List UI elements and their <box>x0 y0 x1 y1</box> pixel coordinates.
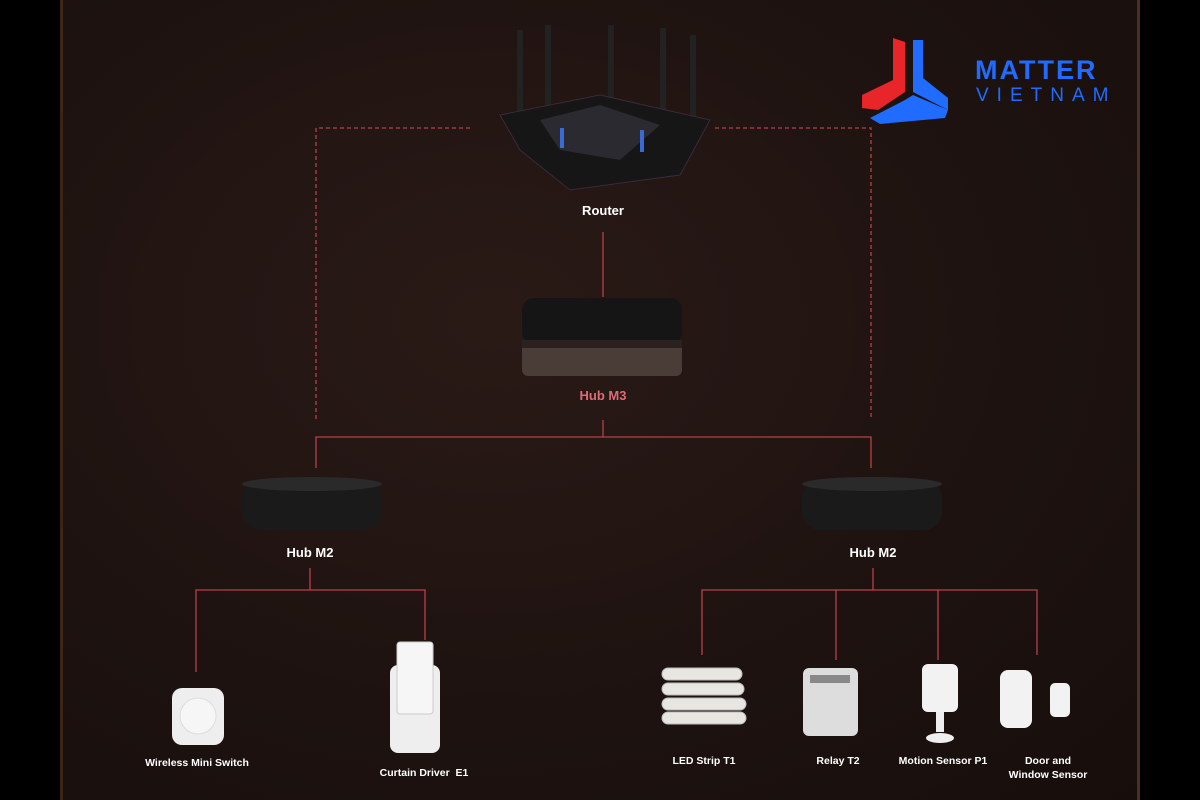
motion-sensor-image <box>922 664 958 743</box>
wireless-mini-switch-image <box>172 688 224 745</box>
dashed-link-left <box>315 127 470 420</box>
logo-text-matter: MATTER <box>975 55 1098 85</box>
logo-text-vietnam: VIETNAM <box>976 85 1117 106</box>
led-strip-image <box>661 667 747 725</box>
led-strip-label: LED Strip T1 <box>672 755 736 767</box>
hub-m2-right-image <box>802 477 942 530</box>
door-window-sensor-label: Door and Window Sensor <box>1009 754 1088 782</box>
hub-m2-left-label: Hub M2 <box>286 545 334 560</box>
m3-to-m2-lines <box>315 420 872 468</box>
router-label: Router <box>582 203 624 218</box>
door-window-line1: Door and <box>1024 755 1072 767</box>
relay-label: Relay T2 <box>816 755 860 767</box>
hub-m3-image <box>522 298 682 376</box>
curtain-driver-image <box>390 641 440 753</box>
hub-m2-left-image <box>242 477 382 530</box>
right-m2-branch <box>701 568 1038 660</box>
left-m2-branch <box>195 568 426 672</box>
dashed-link-right <box>715 127 872 420</box>
router-image <box>499 25 711 191</box>
matter-logo-icon <box>862 38 948 124</box>
motion-sensor-label: Motion Sensor P1 <box>898 755 988 767</box>
door-window-line2: Window Sensor <box>1008 769 1088 781</box>
relay-image <box>803 668 858 736</box>
hub-m3-label: Hub M3 <box>579 388 627 403</box>
door-window-sensor-image <box>1000 670 1070 728</box>
hub-m2-right-label: Hub M2 <box>849 545 897 560</box>
curtain-driver-label: Curtain Driver E1 <box>379 767 469 779</box>
wireless-mini-switch-label: Wireless Mini Switch <box>145 757 249 769</box>
